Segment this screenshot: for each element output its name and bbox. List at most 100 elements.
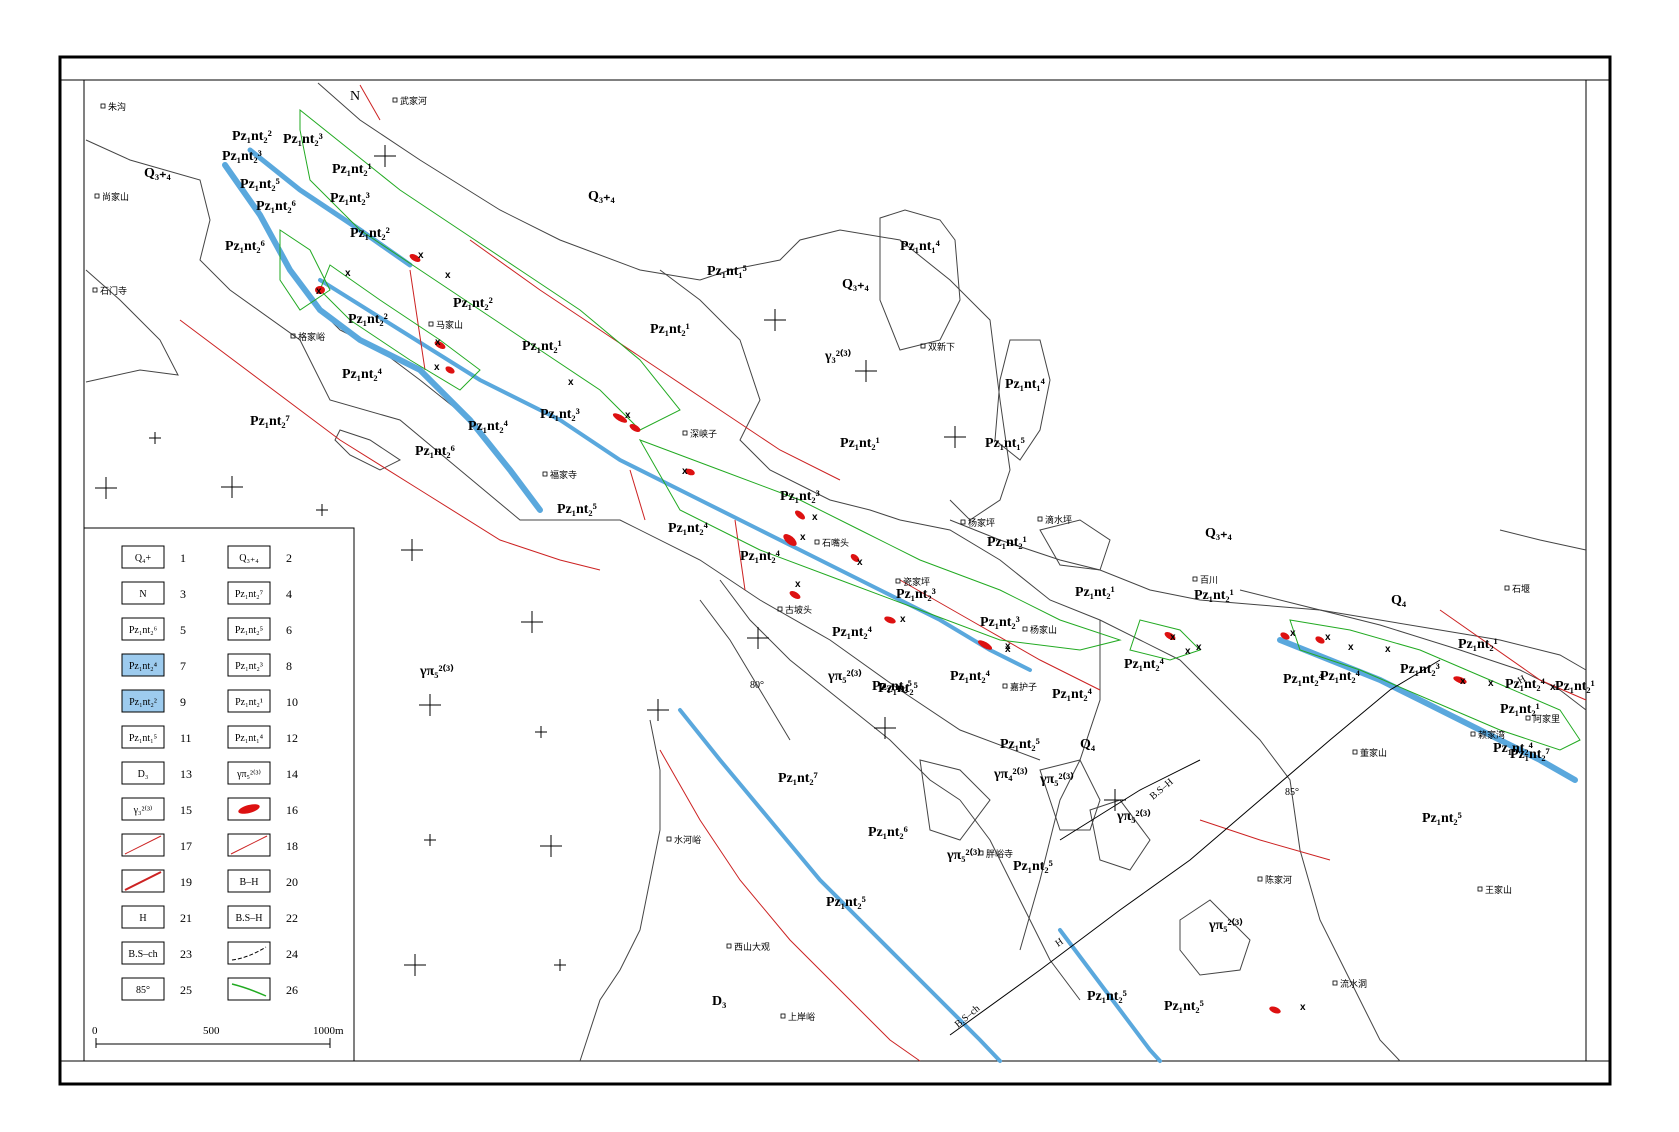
settlement-marker xyxy=(1332,980,1338,986)
legend-swatch xyxy=(121,905,165,929)
ore-mark: x xyxy=(1550,682,1556,693)
map-unit-label: Pz₁nt₂⁵ xyxy=(240,177,280,192)
legend-swatch xyxy=(121,725,165,749)
legend-symbol: B–H xyxy=(240,877,259,888)
map-unit-label: Pz₁nt₂⁵ xyxy=(872,679,912,694)
legend-boundary-swatch xyxy=(231,946,267,961)
map-unit-label: Pz₁nt₂¹ xyxy=(650,322,690,337)
map-unit-label: Pz₁nt₂⁴ xyxy=(950,669,991,684)
legend-box xyxy=(83,527,355,1062)
legend-symbol: Q₃₊₄ xyxy=(239,553,259,564)
map-unit-labels: Pz₁nt₂²Pz₁nt₂³Pz₁nt₂³Q₃₊₄Pz₁nt₂⁵Pz₁nt₂¹P… xyxy=(144,129,1595,1014)
map-unit-label: γπ₅²⁽³⁾ xyxy=(946,848,981,863)
place-label: 杨家坪 xyxy=(968,517,995,529)
granite-cross xyxy=(874,717,896,739)
map-unit-label: γπ₅²⁽³⁾ xyxy=(419,664,454,679)
map-unit-label: Pz₁nt₂⁴ xyxy=(1320,669,1361,684)
settlement-marker xyxy=(1525,715,1531,721)
legend-symbol: H xyxy=(139,913,146,924)
legend-number: 2 xyxy=(286,551,292,565)
map-unit-label: Q₃₊₄ xyxy=(1205,526,1232,541)
map-unit-label: Q₄ xyxy=(1391,593,1407,608)
map-unit-label: Pz₁nt₂⁷ xyxy=(1510,747,1550,762)
place-label: 瓷家坪 xyxy=(903,576,930,588)
ore-mark: x xyxy=(1325,632,1331,643)
granite-cross xyxy=(149,432,161,444)
map-unit-label: Pz₁nt₂¹ xyxy=(1458,637,1498,652)
granite-cross xyxy=(1104,789,1126,811)
legend-swatch xyxy=(121,689,165,713)
granite-cross xyxy=(944,426,966,448)
settlement-marker xyxy=(392,97,398,103)
map-unit-label: Pz₁nt₂² xyxy=(348,312,388,327)
settlement-marker xyxy=(978,850,984,856)
dip-label-1: 80° xyxy=(750,680,764,691)
legend-swatch xyxy=(227,617,271,641)
map-unit-label: Pz₁nt₂⁶ xyxy=(225,239,265,254)
legend-symbol: B.S–ch xyxy=(128,949,157,960)
settlement-marker xyxy=(1002,683,1008,689)
map-unit-label: Pz₁nt₂² xyxy=(232,129,272,144)
legend-number: 22 xyxy=(286,911,298,925)
granite-cross xyxy=(95,477,117,499)
settlement-marker xyxy=(1257,876,1263,882)
legend-number: 21 xyxy=(180,911,192,925)
granite-cross xyxy=(419,694,441,716)
ore-mark: x xyxy=(1005,644,1011,655)
granite-cross xyxy=(747,627,769,649)
place-label: 石门寺 xyxy=(100,285,127,297)
settlement-marker xyxy=(100,103,106,109)
legend-item: Q₃₊₄ 2 xyxy=(227,545,292,569)
granite-cross xyxy=(374,145,396,167)
map-unit-label: Pz₁nt₁⁵ xyxy=(985,436,1025,451)
settlement-marker xyxy=(777,606,783,612)
place-label: 朱沟 xyxy=(108,101,126,113)
map-unit-label: Pz₁nt₂⁴ xyxy=(740,549,781,564)
ore-mark: x xyxy=(435,337,441,348)
legend-item: H 21 xyxy=(121,905,192,929)
ore-mark: x xyxy=(857,557,863,568)
place-label: 石堰 xyxy=(1512,584,1530,595)
place-label: 赖家湾 xyxy=(1478,729,1505,741)
granite-cross xyxy=(540,835,562,857)
map-unit-label: Q₄ xyxy=(1080,737,1096,752)
map-unit-label: Q₃₊₄ xyxy=(588,189,615,204)
place-label: 杨家山 xyxy=(1030,624,1057,636)
legend-symbol: N xyxy=(139,589,146,600)
legend-symbol: Q₄+ xyxy=(135,553,152,564)
settlement-marker xyxy=(682,430,688,436)
contact-label: B.S–H xyxy=(1148,777,1176,803)
map-unit-label: Pz₁nt₂¹ xyxy=(332,162,372,177)
settlement-marker xyxy=(92,287,98,293)
map-unit-label: γπ₅²⁽³⁾ xyxy=(827,669,862,684)
scale-zero: 0 xyxy=(92,1025,98,1037)
legend-number: 9 xyxy=(180,695,186,709)
legend-symbol: Pz₁nt₁⁴ xyxy=(235,733,264,744)
granite-cross xyxy=(404,954,426,976)
map-unit-label: Pz₁nt₂⁴ xyxy=(1124,657,1165,672)
map-unit-label: Pz₁nt₂⁶ xyxy=(868,825,908,840)
legend-swatch xyxy=(121,941,165,965)
map-unit-label: Pz₁nt₂⁴ xyxy=(668,521,709,536)
map-unit-label: Pz₁nt₂¹ xyxy=(1194,588,1234,603)
scale-end: 1000m xyxy=(313,1025,344,1037)
settlement-marker xyxy=(94,193,100,199)
legend-symbol: Pz₁nt₂⁵ xyxy=(235,625,263,636)
legend-fault-swatch xyxy=(124,835,162,855)
granite-cross xyxy=(221,476,243,498)
place-label: 马家山 xyxy=(436,319,463,331)
settlement-marker xyxy=(960,519,966,525)
place-label: 董家山 xyxy=(1360,747,1387,759)
map-unit-label: γπ₅²⁽³⁾ xyxy=(1039,772,1074,787)
granite-cross xyxy=(855,360,877,382)
legend-item: 18 xyxy=(227,833,298,857)
map-unit-label: Pz₁nt₂¹ xyxy=(840,436,880,451)
legend-swatch xyxy=(121,977,165,1001)
legend-symbol: Pz₁nt₂¹ xyxy=(235,697,263,708)
legend-number: 12 xyxy=(286,731,298,745)
legend-swatch xyxy=(227,545,271,569)
